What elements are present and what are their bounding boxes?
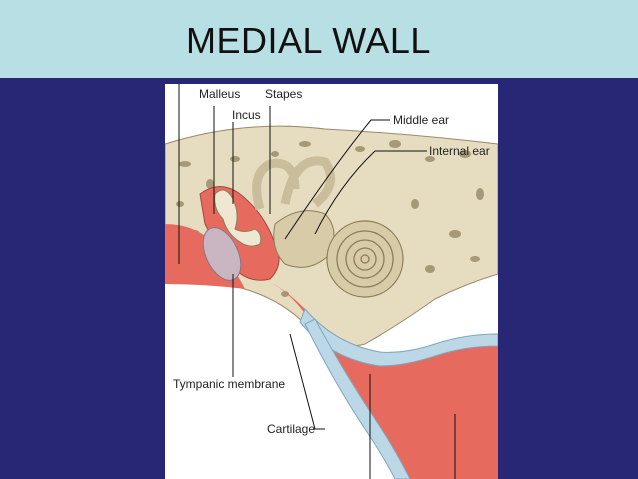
title-bar: MEDIAL WALL [0,0,638,78]
label-malleus: Malleus [199,87,240,101]
label-internal-ear: Internal ear [429,144,490,158]
label-stapes: Stapes [265,87,302,101]
ear-anatomy-illustration: Malleus Stapes Incus Middle ear Internal… [165,84,498,479]
vestibule [274,211,334,268]
label-cartilage: Cartilage [267,422,315,436]
label-incus: Incus [232,108,261,122]
label-middle-ear: Middle ear [393,113,449,127]
label-tympanic-membrane: Tympanic membrane [173,377,285,391]
slide-title: MEDIAL WALL [186,20,431,62]
cochlea [327,221,403,297]
ear-anatomy-figure: Malleus Stapes Incus Middle ear Internal… [165,84,498,479]
